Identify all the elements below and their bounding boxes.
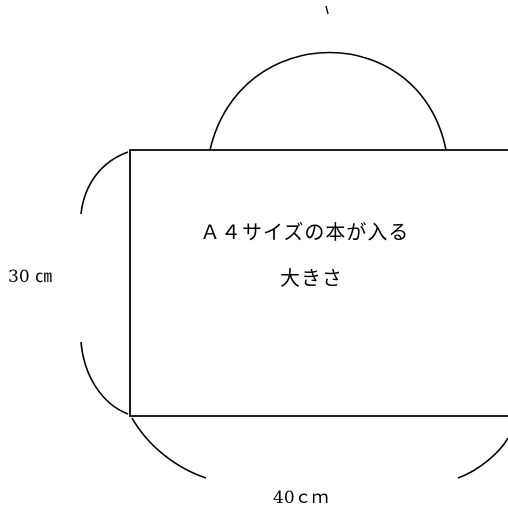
handle-top-tick xyxy=(325,5,329,15)
bag-body xyxy=(129,149,508,417)
height-dimension-label: 30 ㎝ xyxy=(8,267,53,287)
handle-arc xyxy=(209,51,447,151)
height-arc-lower xyxy=(80,341,129,415)
width-arc-right xyxy=(457,437,508,479)
width-arc-left xyxy=(131,417,207,479)
width-dimension-label: 40ｃｍ xyxy=(273,488,329,506)
height-arc-upper xyxy=(80,151,129,215)
caption-line-2: 大きさ xyxy=(280,266,343,290)
caption-line-1: Ａ４サイズの本が入る xyxy=(200,220,410,244)
